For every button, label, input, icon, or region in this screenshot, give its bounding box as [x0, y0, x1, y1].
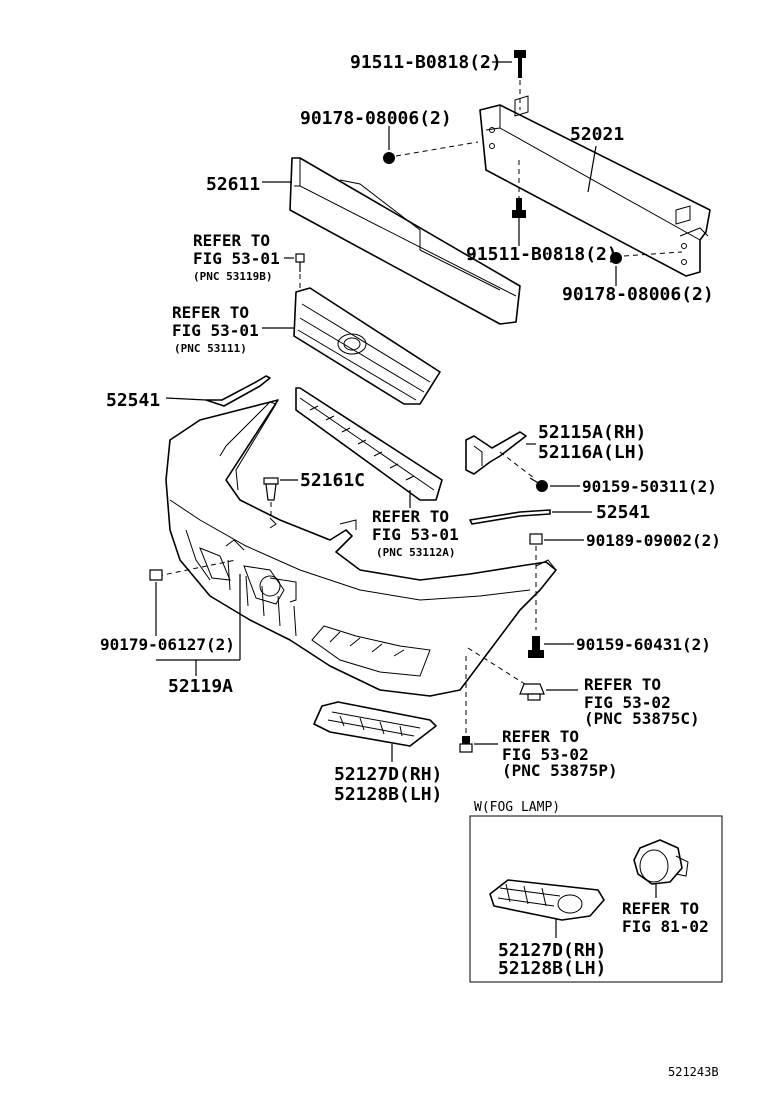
label-screw-60431: 90159-60431(2) — [576, 635, 711, 654]
radiator-grille-part — [293, 287, 441, 405]
fog-lamp-box — [469, 815, 723, 983]
nut-06127-icon — [149, 569, 163, 581]
label-refer-lower-2: FIG 53-01 — [372, 525, 459, 544]
label-refer-grille-3: (PNC 53111) — [174, 342, 247, 355]
label-fog-box-title: W(FOG LAMP) — [474, 800, 560, 815]
front-bumper-cover-part — [165, 399, 557, 697]
bolt-top-icon — [514, 50, 526, 78]
label-refer-fig5302b-1: REFER TO — [502, 727, 579, 746]
label-reinforcement: 52021 — [570, 124, 624, 145]
nut-09002-icon — [529, 533, 543, 545]
screw-53875p-icon — [459, 736, 473, 753]
screw-60431-icon — [528, 636, 544, 658]
label-screw-50311: 90159-50311(2) — [582, 477, 717, 496]
label-cover-lh: 52128B(LH) — [334, 784, 442, 805]
bolt-mid-icon — [512, 198, 526, 218]
label-refer-fig5302a-1: REFER TO — [584, 675, 661, 694]
bumper-reinforcement-part — [479, 95, 711, 277]
label-refer-lower-3: (PNC 53112A) — [376, 546, 455, 559]
label-nut-left: 90178-08006(2) — [300, 108, 452, 129]
label-nut-06127: 90179-06127(2) — [100, 635, 235, 654]
label-refer-grille-top-3: (PNC 53119B) — [193, 270, 272, 283]
label-fog-refer-1: REFER TO — [622, 899, 699, 918]
label-refer-fig5302a-2: FIG 53-02 — [584, 693, 671, 712]
label-retainer-rh: 52115A(RH) — [538, 422, 646, 443]
label-seal-right: 52541 — [596, 502, 650, 523]
fastener-53875c-icon — [519, 683, 545, 701]
fog-lamp-icon — [633, 839, 689, 885]
label-nut-09002: 90189-09002(2) — [586, 531, 721, 550]
label-refer-grille-top-1: REFER TO — [193, 231, 270, 250]
label-retainer-lh: 52116A(LH) — [538, 442, 646, 463]
label-bolt-top: 91511-B0818(2) — [350, 52, 502, 73]
label-refer-fig5302a-3: (PNC 53875C) — [584, 709, 700, 728]
label-fog-cover-lh: 52128B(LH) — [498, 958, 606, 979]
label-fog-refer-2: FIG 81-02 — [622, 917, 709, 936]
label-absorber: 52611 — [206, 174, 260, 195]
label-refer-fig5302b-3: (PNC 53875P) — [502, 761, 618, 780]
fog-lamp-cover-box-part — [489, 879, 605, 921]
label-nut-right: 90178-08006(2) — [562, 284, 714, 305]
label-refer-fig5302b-2: FIG 53-02 — [502, 745, 589, 764]
energy-absorber-part — [289, 157, 521, 325]
label-refer-grille-2: FIG 53-01 — [172, 321, 259, 340]
nut-right-icon — [610, 252, 622, 264]
fog-lamp-cover-part — [313, 701, 437, 747]
label-diagram-id: 521243B — [668, 1065, 719, 1079]
bumper-retainer-part — [465, 431, 527, 475]
label-bumper-cover: 52119A — [168, 676, 233, 697]
nut-left-icon — [383, 152, 395, 164]
label-refer-grille-top-2: FIG 53-01 — [193, 249, 280, 268]
label-fog-cover-rh: 52127D(RH) — [498, 940, 606, 961]
screw-50311-icon — [529, 477, 548, 492]
lower-grille-part — [295, 387, 443, 501]
clip-52161c-icon — [263, 477, 279, 501]
label-bolt-mid: 91511-B0818(2) — [466, 244, 618, 265]
label-clip-52161c: 52161C — [300, 470, 365, 491]
label-refer-lower-1: REFER TO — [372, 507, 449, 526]
label-cover-rh: 52127D(RH) — [334, 764, 442, 785]
bumper-seal-left-part — [205, 375, 271, 407]
grille-clip-icon — [295, 253, 305, 272]
label-refer-grille-1: REFER TO — [172, 303, 249, 322]
bumper-seal-right-part — [469, 509, 551, 525]
label-seal-left: 52541 — [106, 390, 160, 411]
